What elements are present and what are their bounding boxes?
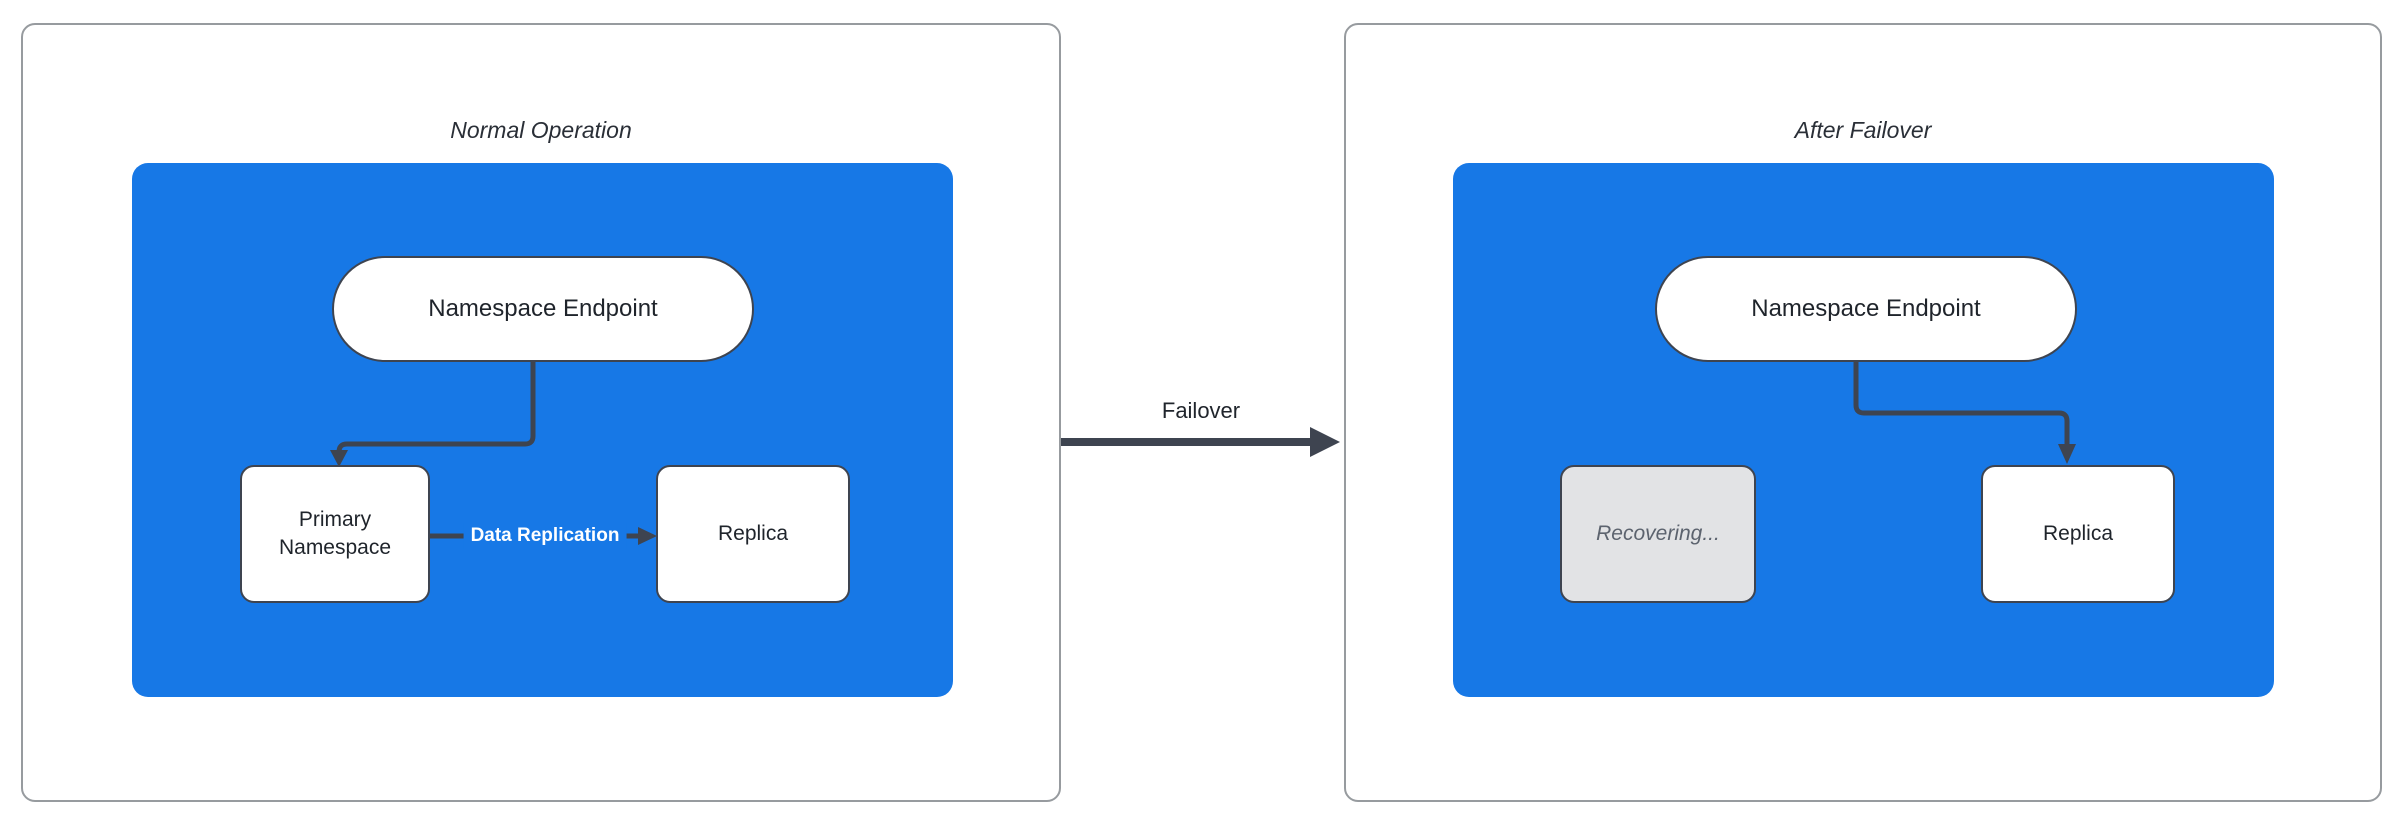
namespace-endpoint-node-normal: Namespace Endpoint — [332, 256, 754, 362]
panel-title-normal-operation: Normal Operation — [450, 117, 632, 143]
failover-arrow — [1061, 427, 1340, 457]
replica-node-failover: Replica — [1981, 465, 2175, 603]
endpoint-to-primary-connector — [330, 361, 536, 467]
namespace-endpoint-node-failover: Namespace Endpoint — [1655, 256, 2077, 362]
endpoint-to-replica-connector — [1853, 361, 2076, 464]
replica-node-normal: Replica — [656, 465, 850, 603]
primary-namespace-node: Primary Namespace — [240, 465, 430, 603]
recovering-node: Recovering... — [1560, 465, 1756, 603]
panel-title-after-failover: After Failover — [1794, 117, 1932, 143]
namespace-container-normal — [132, 163, 953, 697]
data-replication-label: Data Replication — [463, 523, 627, 549]
namespace-container-failover — [1453, 163, 2274, 697]
failover-label: Failover — [1161, 398, 1241, 423]
